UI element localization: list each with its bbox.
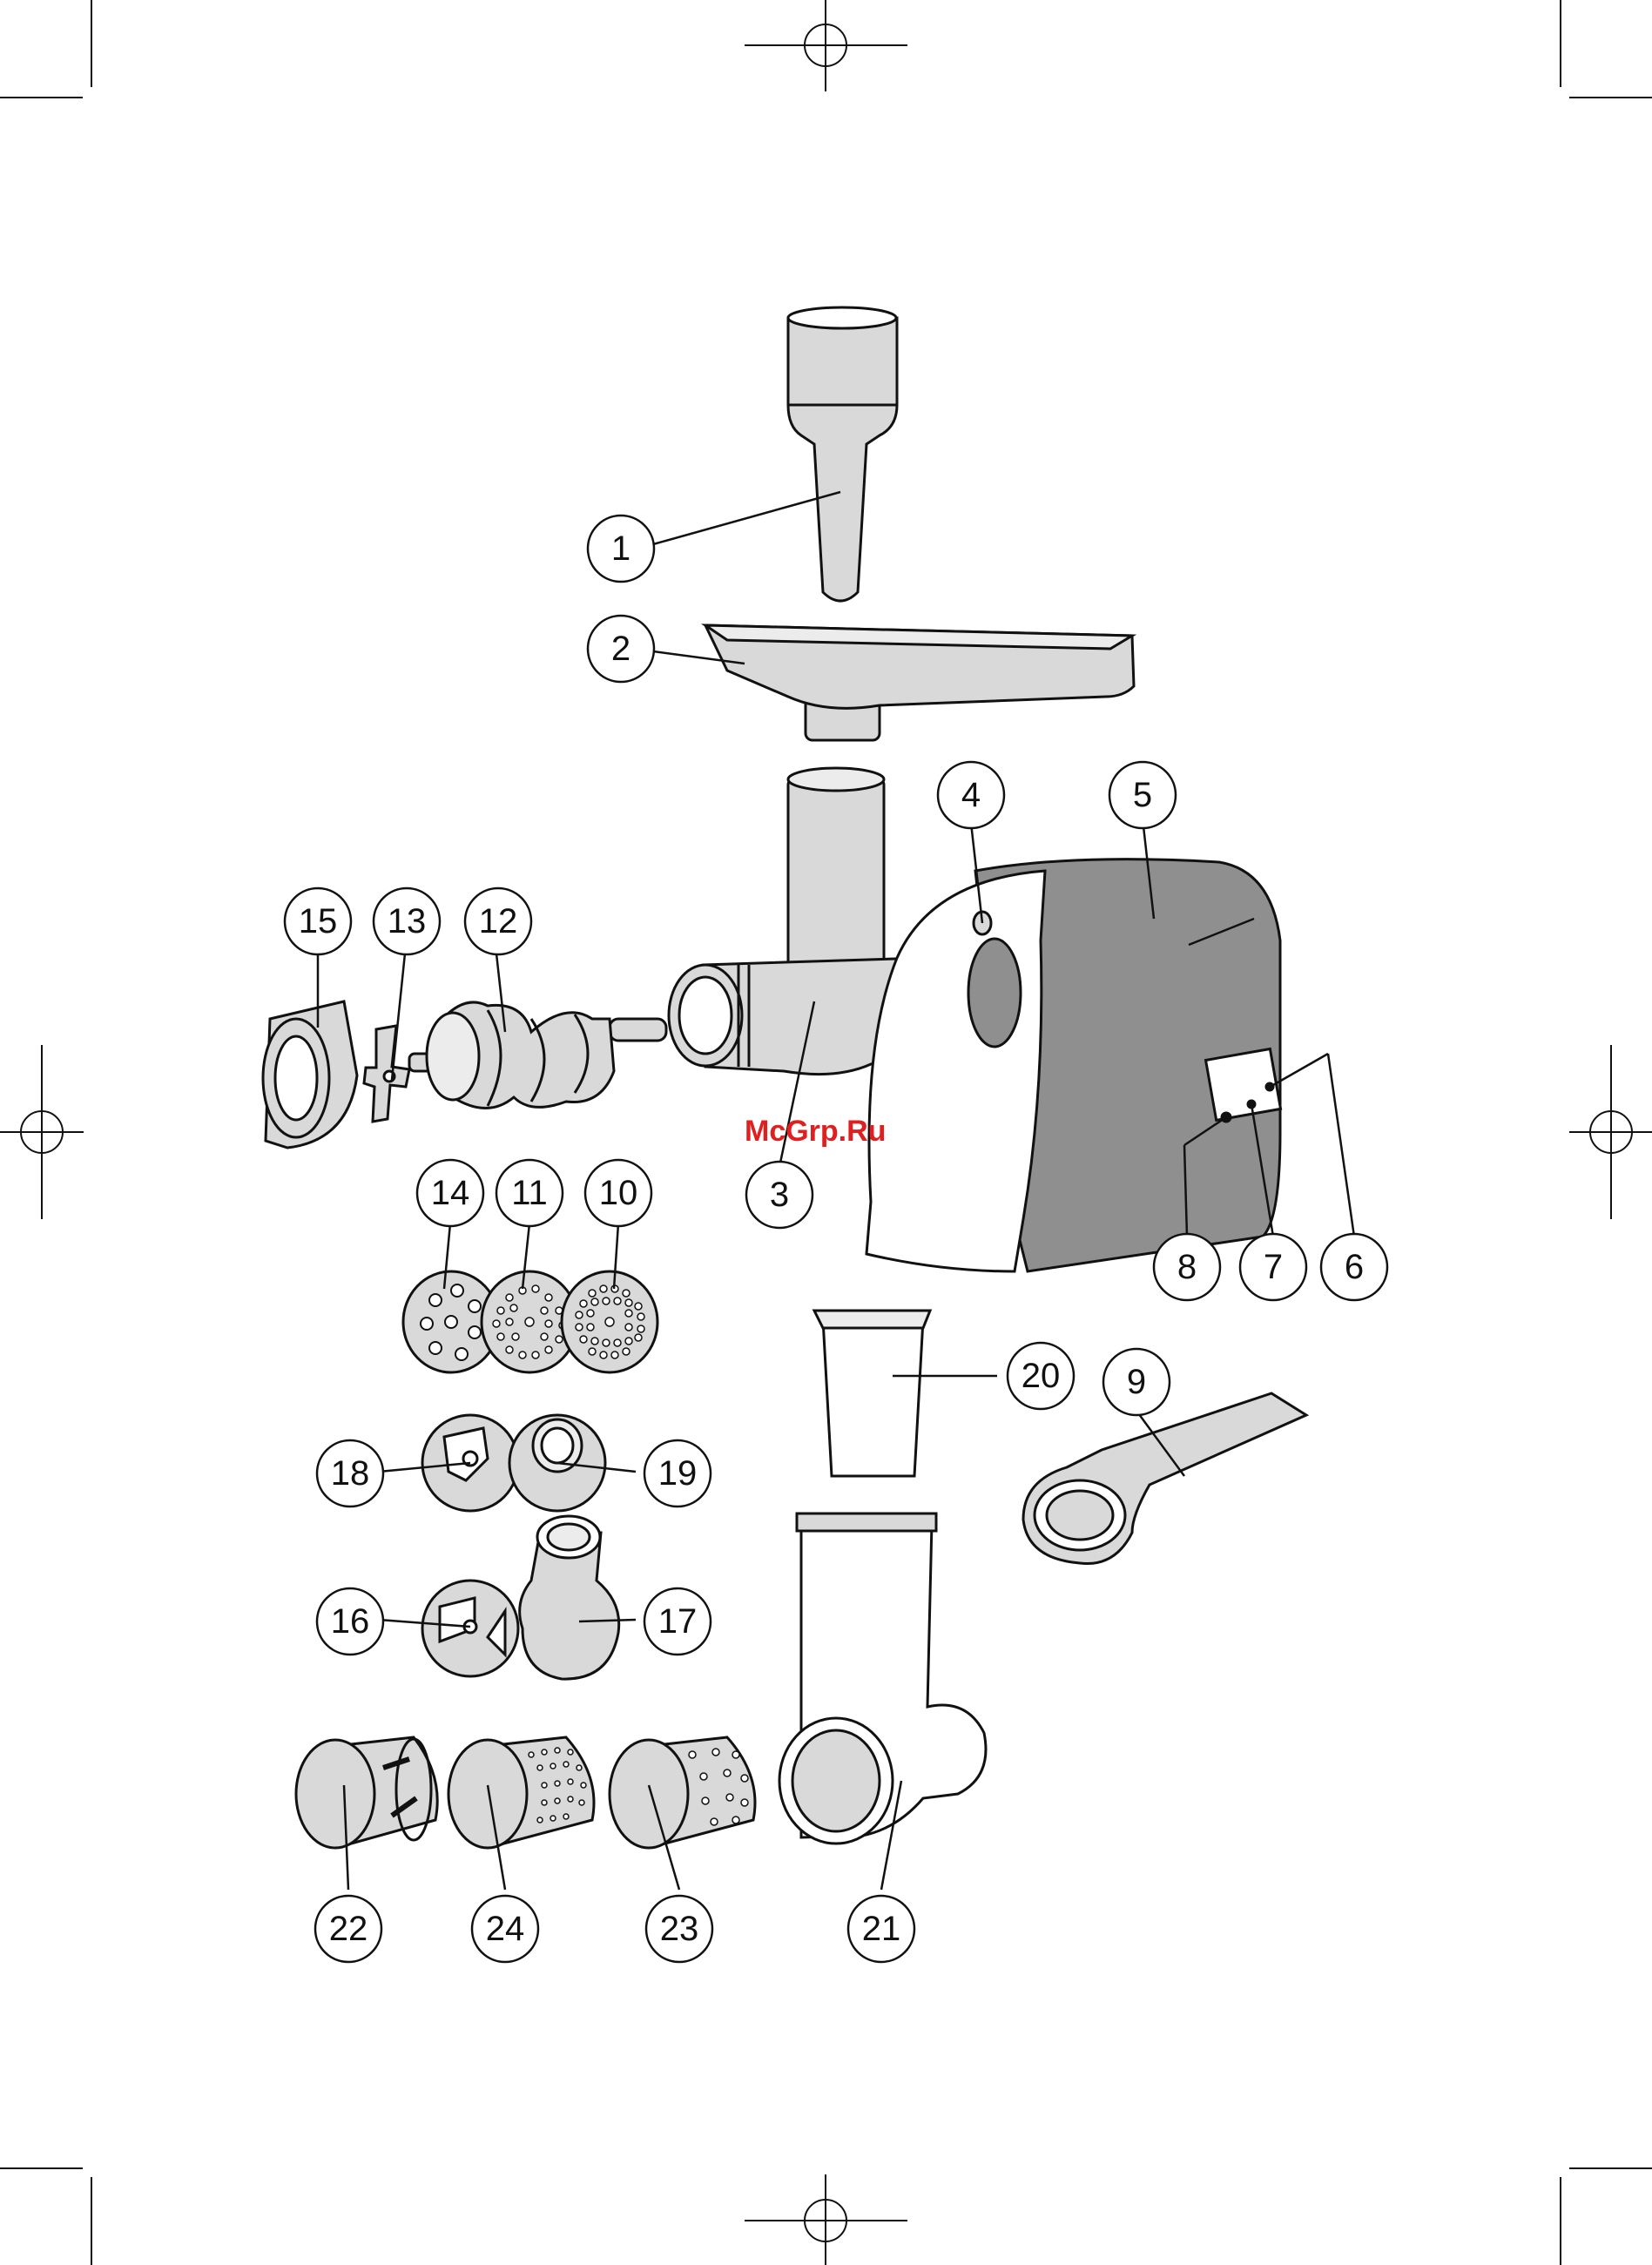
disc-fine (562, 1271, 657, 1372)
spanner (1023, 1393, 1306, 1564)
slicer-housing (779, 1513, 986, 1844)
callout-8-label: 8 (1177, 1248, 1197, 1286)
callout-24-label: 24 (486, 1910, 525, 1948)
callout-18-label: 18 (331, 1454, 370, 1493)
kebbe-cone (520, 1516, 619, 1679)
callout-7-label: 7 (1264, 1248, 1283, 1286)
callout-4-label: 4 (961, 776, 981, 814)
callout-23-label: 23 (660, 1910, 699, 1948)
auger-screw (409, 1002, 666, 1109)
drum-coarse-grater (610, 1737, 755, 1848)
kebbe-divider (422, 1581, 518, 1676)
callout-6-label: 6 (1345, 1248, 1364, 1286)
callout-13-label: 13 (388, 902, 427, 940)
callout-15-label: 15 (299, 902, 338, 940)
callout-10-label: 10 (599, 1174, 638, 1212)
watermark-text: McGrp.Ru (745, 1115, 886, 1148)
callout-9-label: 9 (1127, 1363, 1146, 1401)
callout-21-label: 21 (862, 1910, 901, 1948)
registration-mark-bottom (745, 2174, 907, 2265)
callout-22-label: 22 (329, 1910, 368, 1948)
drum-fine-grater (448, 1737, 594, 1848)
registration-mark-top (745, 0, 907, 91)
callout-5-label: 5 (1133, 776, 1152, 814)
food-tray (705, 625, 1134, 740)
callout-2-label: 2 (611, 630, 630, 668)
callout-11-label: 11 (511, 1174, 548, 1212)
callout-1-label: 1 (611, 529, 630, 568)
drum-slicer (296, 1737, 437, 1848)
callout-20-label: 20 (1022, 1357, 1061, 1395)
callout-16-label: 16 (331, 1602, 370, 1641)
motor-housing (866, 859, 1281, 1271)
callout-12-label: 12 (479, 902, 518, 940)
callout-17-label: 17 (658, 1602, 698, 1641)
callout-14-label: 14 (431, 1174, 470, 1212)
callout-19-label: 19 (658, 1454, 698, 1493)
locking-ring (263, 1001, 357, 1148)
slicer-pusher (814, 1311, 930, 1476)
callout-3-label: 3 (770, 1176, 789, 1214)
food-pusher (788, 307, 897, 601)
cutting-blade (364, 1026, 409, 1122)
